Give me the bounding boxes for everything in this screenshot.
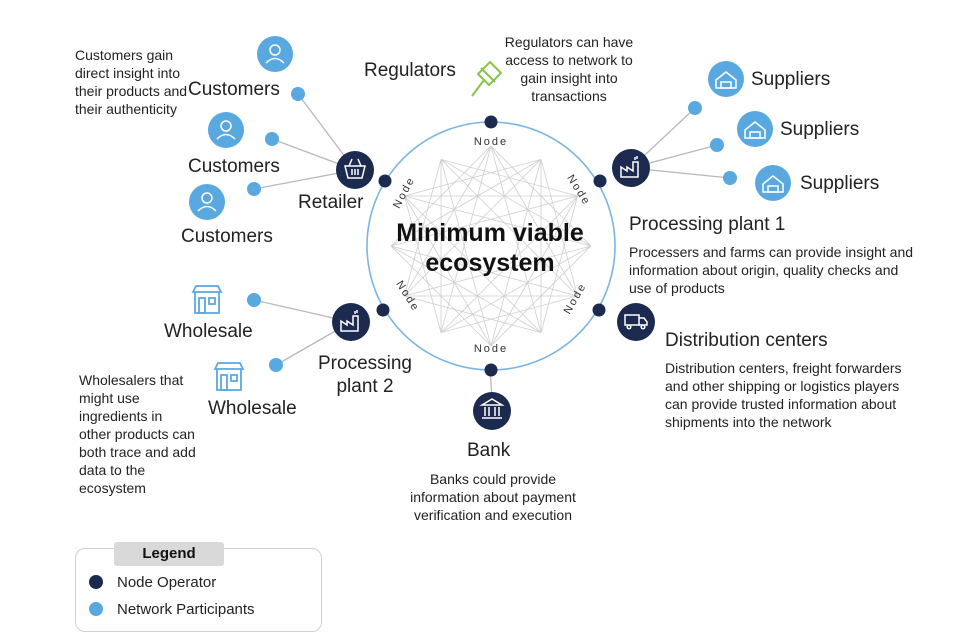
customer-icon-1	[257, 36, 293, 72]
node-label-upper-right: Node	[564, 173, 592, 208]
customers-description: Customers gain direct insight into their…	[75, 47, 188, 117]
gavel-icon	[471, 61, 502, 97]
center-title-line-1: Minimum viable	[396, 219, 584, 247]
mesh-line	[390, 195, 578, 247]
customers-label-1: Customers	[188, 79, 280, 100]
mesh-line	[490, 145, 578, 297]
wholesale-label-1: Wholesale	[164, 321, 253, 342]
regulators-label: Regulators	[364, 60, 456, 81]
mesh-line	[490, 145, 542, 333]
truck-icon	[624, 314, 648, 330]
participant-dots	[247, 87, 737, 372]
customer-icon-2	[208, 112, 244, 148]
center-title: Minimum viable ecosystem	[370, 218, 610, 278]
processing-plant-1-node	[612, 149, 650, 187]
mesh-line	[440, 195, 578, 333]
processing-plant-1-label: Processing plant 1	[629, 214, 786, 235]
node-label-bottom: Node	[474, 343, 508, 355]
processing-plant-2-label-line-1: Processing	[318, 353, 412, 374]
supplier-icon-1	[708, 61, 744, 97]
person-icon	[197, 192, 217, 212]
mesh-line	[404, 195, 542, 333]
bank-node	[473, 392, 511, 430]
legend-node-operator-dot	[89, 575, 103, 589]
node-label-lower-left: Node	[393, 279, 421, 314]
warehouse-icon	[762, 175, 784, 193]
node-label-top: Node	[474, 136, 508, 148]
mesh-line	[440, 145, 492, 333]
suppliers-label-2: Suppliers	[780, 119, 860, 140]
center-title-line-2: ecosystem	[425, 249, 555, 277]
mesh-line	[404, 195, 442, 333]
distribution-centers-label: Distribution centers	[665, 330, 828, 351]
supplier-icon-3	[755, 165, 791, 201]
wholesale-icon-1	[191, 285, 223, 314]
mesh-line	[404, 145, 492, 297]
person-icon	[216, 120, 236, 140]
customers-label-2: Customers	[188, 156, 280, 177]
warehouse-icon	[744, 121, 766, 139]
mesh-line	[404, 245, 592, 297]
node-label-lower-right: Node	[562, 281, 590, 317]
wholesale-icon-2	[213, 362, 245, 391]
bank-icon	[479, 398, 505, 419]
mesh-line	[390, 159, 542, 247]
mesh-line	[404, 195, 492, 347]
basket-icon	[344, 158, 366, 179]
mesh-line	[390, 245, 578, 297]
factory-icon	[340, 310, 359, 332]
mesh-line	[404, 159, 542, 297]
processing-plant-2-label-line-2: plant 2	[336, 376, 394, 397]
wholesale-description: Wholesalers that might use ingredients i…	[79, 372, 196, 496]
legend-node-operator-label: Node Operator	[117, 574, 217, 591]
mesh-line	[404, 159, 442, 297]
legend-title: Legend	[114, 542, 224, 566]
distribution-centers-description: Distribution centers, freight forwarders…	[665, 360, 902, 430]
customers-label-3: Customers	[181, 226, 273, 247]
processing-plant-2-label: Processing plant 2	[318, 352, 412, 398]
processing-plant-1-description: Processers and farms can provide insight…	[629, 244, 914, 296]
suppliers-label-1: Suppliers	[751, 69, 831, 90]
regulators-description: Regulators can have access to network to…	[504, 34, 634, 104]
suppliers-label-3: Suppliers	[800, 173, 880, 194]
mesh-line	[440, 159, 492, 347]
mesh-line	[404, 195, 592, 247]
node-operator-dots	[376, 115, 607, 377]
bank-label: Bank	[467, 440, 511, 461]
retailer-label: Retailer	[298, 192, 364, 213]
factory-icon	[620, 156, 639, 178]
mesh-line	[440, 159, 592, 247]
bank-description: Banks could provide information about pa…	[410, 471, 576, 523]
legend-network-participants-dot	[89, 602, 103, 616]
mesh-line	[490, 195, 578, 347]
retailer-node	[336, 151, 374, 189]
legend-network-participants-label: Network Participants	[117, 601, 255, 618]
mesh-line	[440, 159, 578, 197]
storefront-icon	[213, 362, 245, 391]
processing-plant-2-node	[332, 303, 370, 341]
customer-icon-3	[189, 184, 225, 220]
mesh-line	[490, 159, 542, 347]
warehouse-icon	[715, 71, 737, 89]
mesh-line	[440, 245, 592, 333]
wholesale-label-2: Wholesale	[208, 398, 297, 419]
node-mesh	[390, 145, 592, 347]
supplier-icon-2	[737, 111, 773, 147]
distribution-centers-node	[617, 303, 655, 341]
person-icon	[265, 44, 285, 64]
mesh-line	[390, 245, 542, 333]
storefront-icon	[191, 285, 223, 314]
mesh-line	[440, 159, 578, 297]
